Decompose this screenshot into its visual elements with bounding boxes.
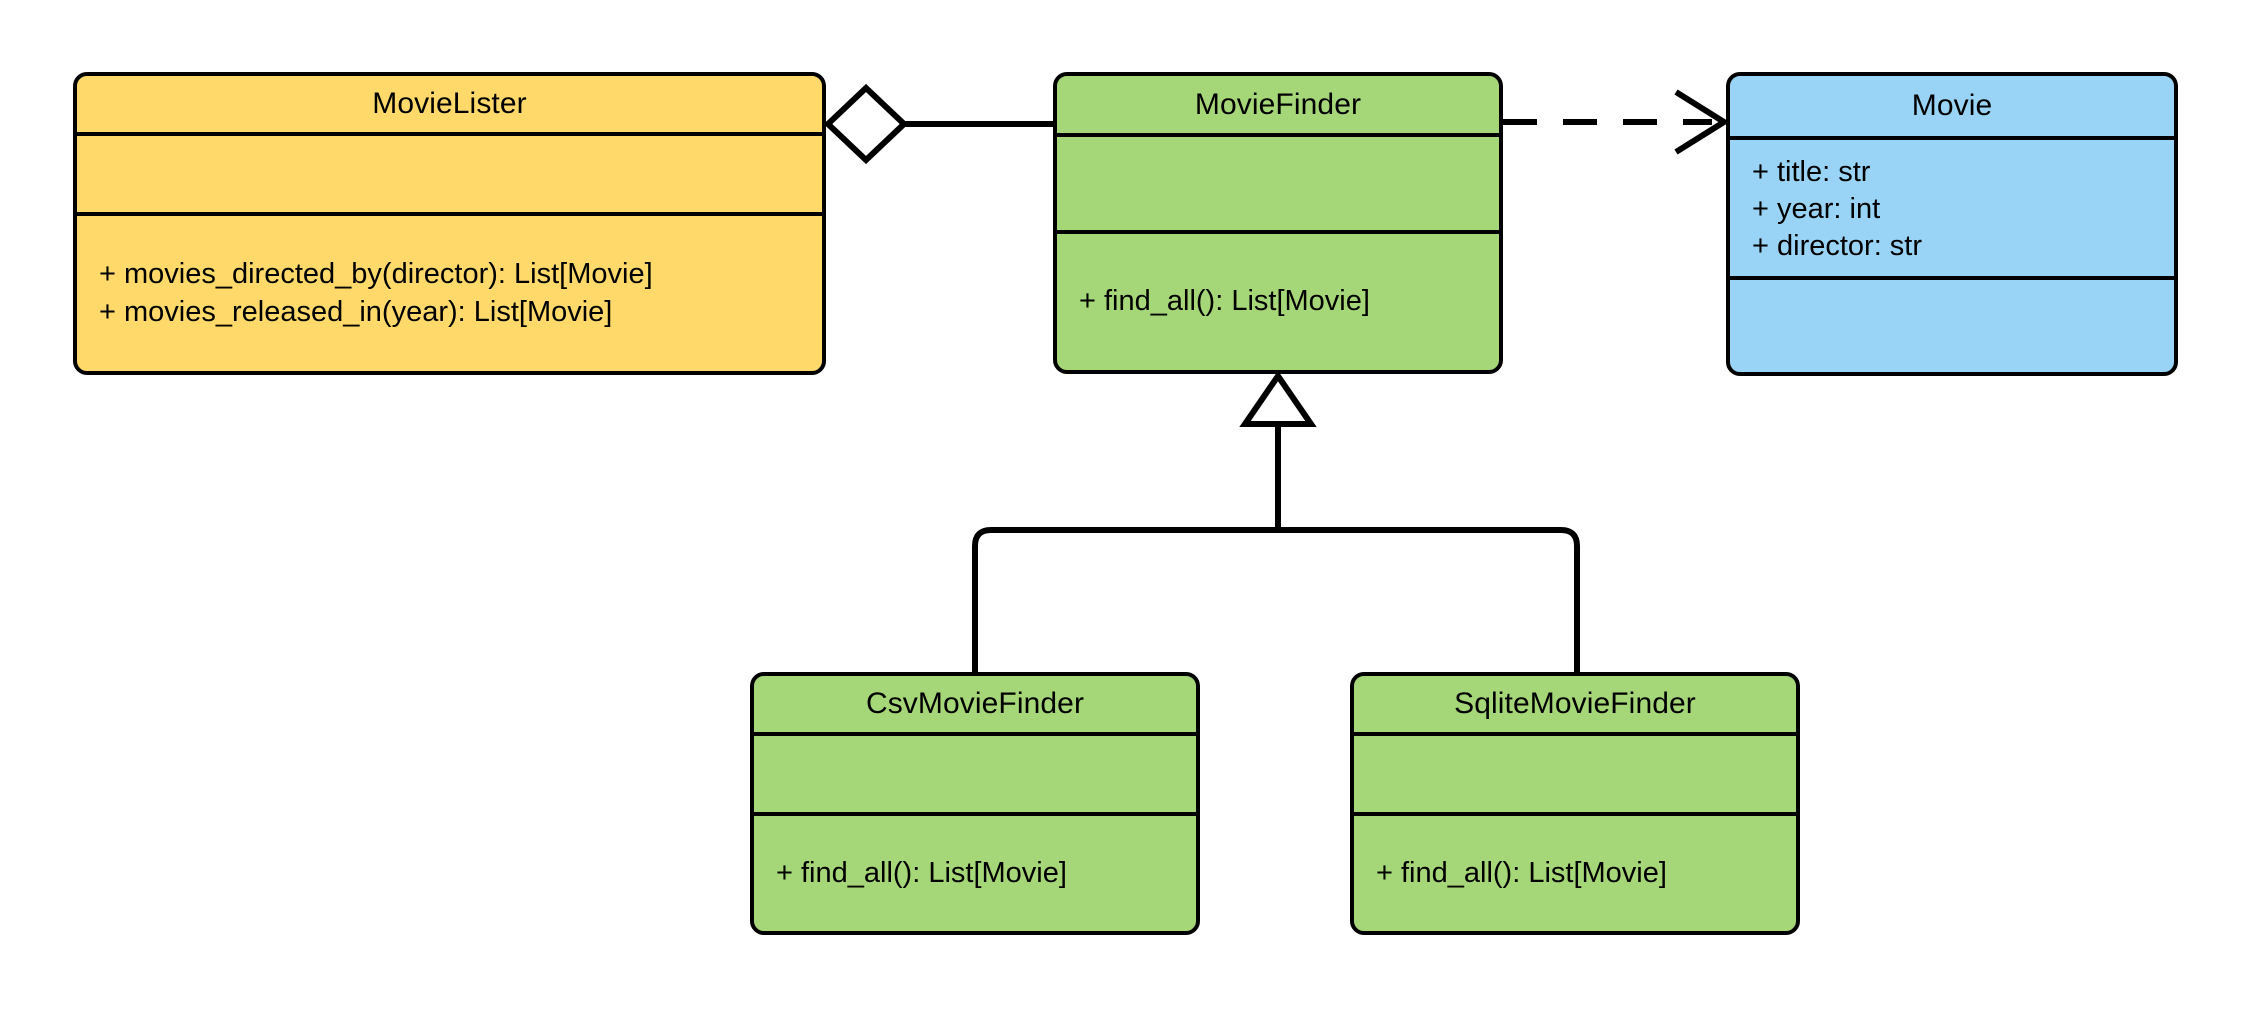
attributes-compartment-movie: + title: str + year: int + director: str bbox=[1730, 136, 2174, 276]
uml-class-movie-lister[interactable]: MovieLister + movies_directed_by(directo… bbox=[73, 72, 826, 375]
methods-compartment-sqlite-movie-finder: + find_all(): List[Movie] bbox=[1354, 812, 1796, 931]
relationship-aggregation-lister-finder bbox=[823, 83, 1053, 165]
attributes-compartment-csv-movie-finder bbox=[754, 732, 1196, 812]
class-name-movie-finder: MovieFinder bbox=[1194, 87, 1362, 121]
method-item: + find_all(): List[Movie] bbox=[1079, 285, 1370, 318]
method-item: + find_all(): List[Movie] bbox=[1376, 856, 1667, 889]
method-item: + find_all(): List[Movie] bbox=[776, 856, 1067, 889]
hollow-triangle-icon bbox=[1239, 370, 1317, 427]
uml-class-csv-movie-finder[interactable]: CsvMovieFinder + find_all(): List[Movie] bbox=[750, 672, 1200, 935]
attributes-compartment-movie-lister bbox=[77, 132, 822, 212]
generalization-branch-csv bbox=[972, 527, 1278, 672]
attribute-item: + director: str bbox=[1752, 230, 1923, 263]
methods-compartment-movie-finder: + find_all(): List[Movie] bbox=[1057, 230, 1499, 370]
uml-class-sqlite-movie-finder[interactable]: SqliteMovieFinder + find_all(): List[Mov… bbox=[1350, 672, 1800, 935]
method-item: + movies_directed_by(director): List[Mov… bbox=[99, 258, 653, 291]
class-name-movie-lister: MovieLister bbox=[372, 87, 527, 120]
class-name-csv-movie-finder: CsvMovieFinder bbox=[865, 687, 1085, 720]
attribute-item: + year: int bbox=[1752, 193, 1881, 226]
relationship-dependency-finder-movie bbox=[1503, 89, 1730, 155]
hollow-diamond-icon bbox=[823, 83, 909, 165]
methods-compartment-csv-movie-finder: + find_all(): List[Movie] bbox=[754, 812, 1196, 931]
class-name-movie: Movie bbox=[1911, 89, 1993, 122]
generalization-branch-sqlite bbox=[1278, 527, 1580, 672]
relationship-generalization-tree bbox=[972, 370, 1580, 672]
attributes-compartment-sqlite-movie-finder bbox=[1354, 732, 1796, 812]
methods-compartment-movie-lister: + movies_directed_by(director): List[Mov… bbox=[77, 212, 822, 371]
methods-compartment-movie bbox=[1730, 276, 2174, 372]
uml-class-movie-finder[interactable]: MovieFinder + find_all(): List[Movie] bbox=[1053, 72, 1503, 374]
class-name-sqlite-movie-finder: SqliteMovieFinder bbox=[1454, 687, 1696, 720]
method-item: + movies_released_in(year): List[Movie] bbox=[99, 295, 613, 328]
open-arrow-icon bbox=[1674, 89, 1730, 155]
uml-class-movie[interactable]: Movie + title: str + year: int + directo… bbox=[1726, 72, 2178, 376]
attribute-item: + title: str bbox=[1752, 156, 1871, 188]
attributes-compartment-movie-finder bbox=[1057, 133, 1499, 230]
